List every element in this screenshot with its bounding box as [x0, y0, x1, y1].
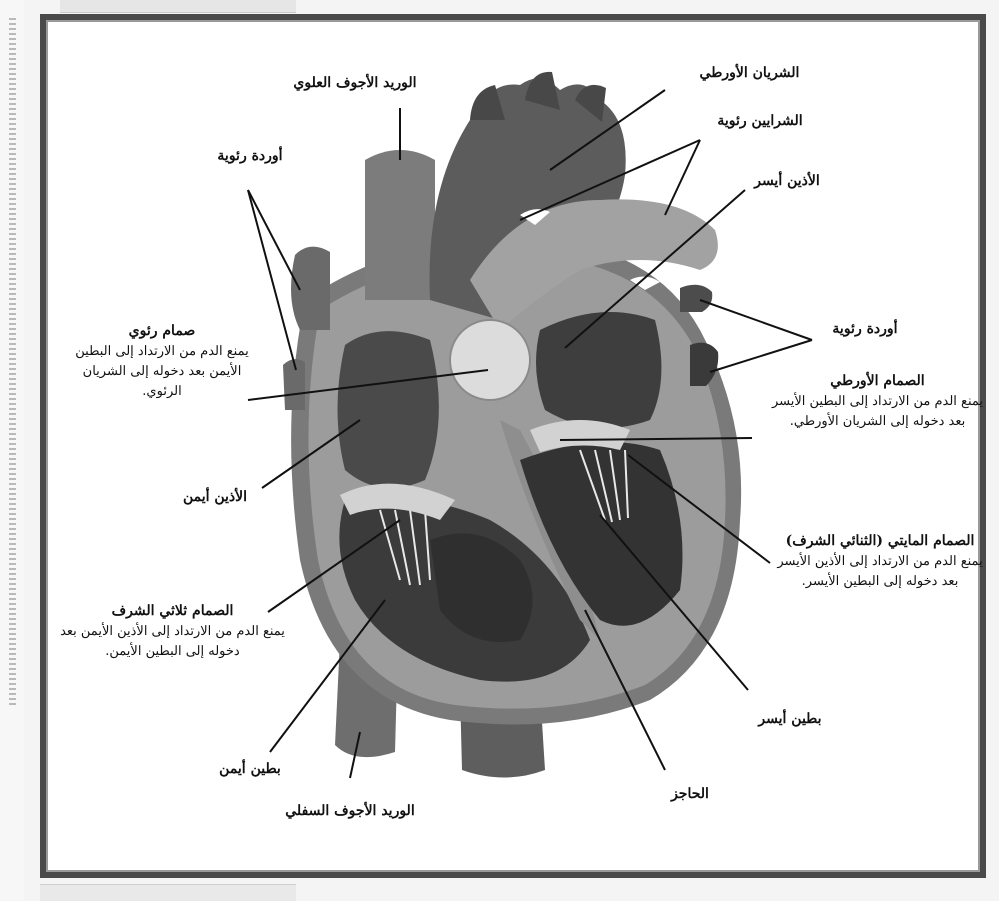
label-right-ventricle: بطين أيمن — [200, 758, 300, 780]
tricuspid-valve-text: يمنع الدم من الارتداد إلى الأذين الأيمن … — [60, 622, 285, 662]
label-mitral-valve: الصمام المايتي (الثنائي الشرف) يمنع الدم… — [775, 530, 985, 592]
mitral-valve-text: يمنع الدم من الارتداد إلى الأذين الأيسر … — [775, 552, 985, 592]
pulmonary-valve-title: صمام رئوي — [129, 323, 196, 339]
pulmonary-vein-upper-left — [680, 285, 712, 312]
tricuspid-valve-title: الصمام ثلاثي الشرف — [112, 603, 234, 619]
pulmonary-valve — [450, 320, 530, 400]
mitral-valve-title: الصمام المايتي (الثنائي الشرف) — [786, 533, 975, 549]
label-inferior-vena-cava: الوريد الأجوف السفلي — [265, 800, 435, 822]
aortic-valve-title: الصمام الأورطي — [830, 373, 924, 389]
label-superior-vena-cava: الوريد الأجوف العلوي — [270, 72, 440, 94]
pulmonary-veins-right — [291, 247, 330, 330]
label-pulmonary-valve: صمام رئوي يمنع الدم من الارتداد إلى البط… — [72, 320, 252, 402]
label-aorta: الشريان الأورطي — [682, 62, 817, 84]
label-aortic-valve: الصمام الأورطي يمنع الدم من الارتداد إلى… — [770, 370, 985, 432]
label-pulmonary-veins-right-side: أوردة رئوية — [195, 145, 305, 167]
label-left-ventricle: بطين أيسر — [740, 708, 840, 730]
label-pulmonary-veins-left-side: أوردة رئوية — [810, 318, 920, 340]
left-atrium — [536, 312, 661, 428]
aortic-valve-text: يمنع الدم من الارتداد إلى البطين الأيسر … — [770, 392, 985, 432]
label-septum: الحاجز — [640, 783, 740, 805]
label-tricuspid-valve: الصمام ثلاثي الشرف يمنع الدم من الارتداد… — [60, 600, 285, 662]
label-right-atrium: الأذين أيمن — [160, 486, 270, 508]
right-atrium — [338, 331, 439, 488]
superior-vena-cava — [365, 150, 435, 300]
label-left-atrium: الأذين أيسر — [732, 170, 842, 192]
pulmonary-valve-text: يمنع الدم من الارتداد إلى البطين الأيمن … — [72, 342, 252, 402]
pulmonary-vein-lower-right — [283, 359, 305, 410]
label-pulmonary-arteries: الشرايين رئوية — [705, 110, 815, 132]
